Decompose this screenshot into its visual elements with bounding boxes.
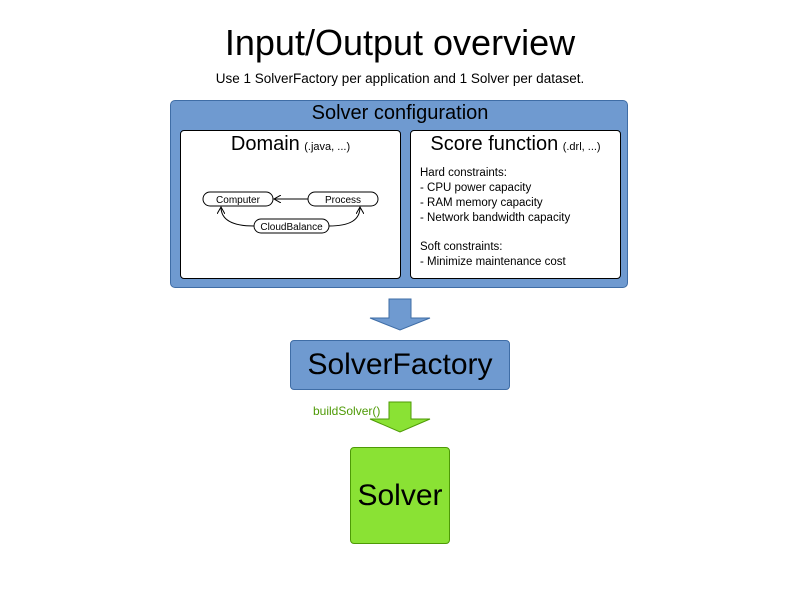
constraint-ram: - RAM memory capacity — [420, 197, 543, 209]
score-function-panel: Score function (.drl, ...) Hard constrai… — [410, 130, 621, 279]
score-function-subtitle: (.drl, ...) — [562, 141, 601, 153]
config-to-factory-arrow — [369, 298, 431, 331]
soft-constraints-heading: Soft constraints: — [420, 241, 503, 253]
cloudbalance-to-computer-arrow — [221, 207, 255, 227]
hard-constraints-heading: Hard constraints: — [420, 167, 507, 179]
solver-box: Solver — [350, 447, 450, 544]
factory-to-solver-arrow — [369, 401, 431, 433]
score-function-heading: Score function (.drl, ...) — [411, 133, 620, 156]
page-title: Input/Output overview — [224, 22, 576, 63]
solver-label: Solver — [357, 479, 443, 512]
solverfactory-box: SolverFactory — [290, 340, 510, 390]
domain-subtitle: (.java, ...) — [304, 141, 351, 153]
domain-panel: Domain (.java, ...) Computer Process Clo… — [180, 130, 401, 279]
cloudbalance-to-process-arrow — [328, 207, 360, 227]
cloudbalance-node-label: CloudBalance — [260, 222, 323, 233]
constraint-maintenance: - Minimize maintenance cost — [420, 256, 566, 268]
domain-heading: Domain (.java, ...) — [181, 133, 400, 156]
solver-configuration-label: Solver configuration — [311, 102, 489, 124]
domain-class-diagram: Computer Process CloudBalance — [202, 191, 379, 234]
constraint-network: - Network bandwidth capacity — [420, 212, 571, 224]
page-subtitle: Use 1 SolverFactory per application and … — [215, 71, 585, 86]
build-solver-label: buildSolver() — [313, 404, 381, 418]
solver-configuration-box: Solver configuration Domain (.java, ...)… — [170, 100, 628, 288]
process-node-label: Process — [325, 195, 361, 206]
score-function-title: Score function — [430, 133, 559, 155]
computer-node-label: Computer — [216, 195, 261, 206]
solverfactory-label: SolverFactory — [307, 348, 493, 381]
domain-title: Domain — [230, 133, 300, 155]
constraint-cpu: - CPU power capacity — [420, 182, 532, 194]
